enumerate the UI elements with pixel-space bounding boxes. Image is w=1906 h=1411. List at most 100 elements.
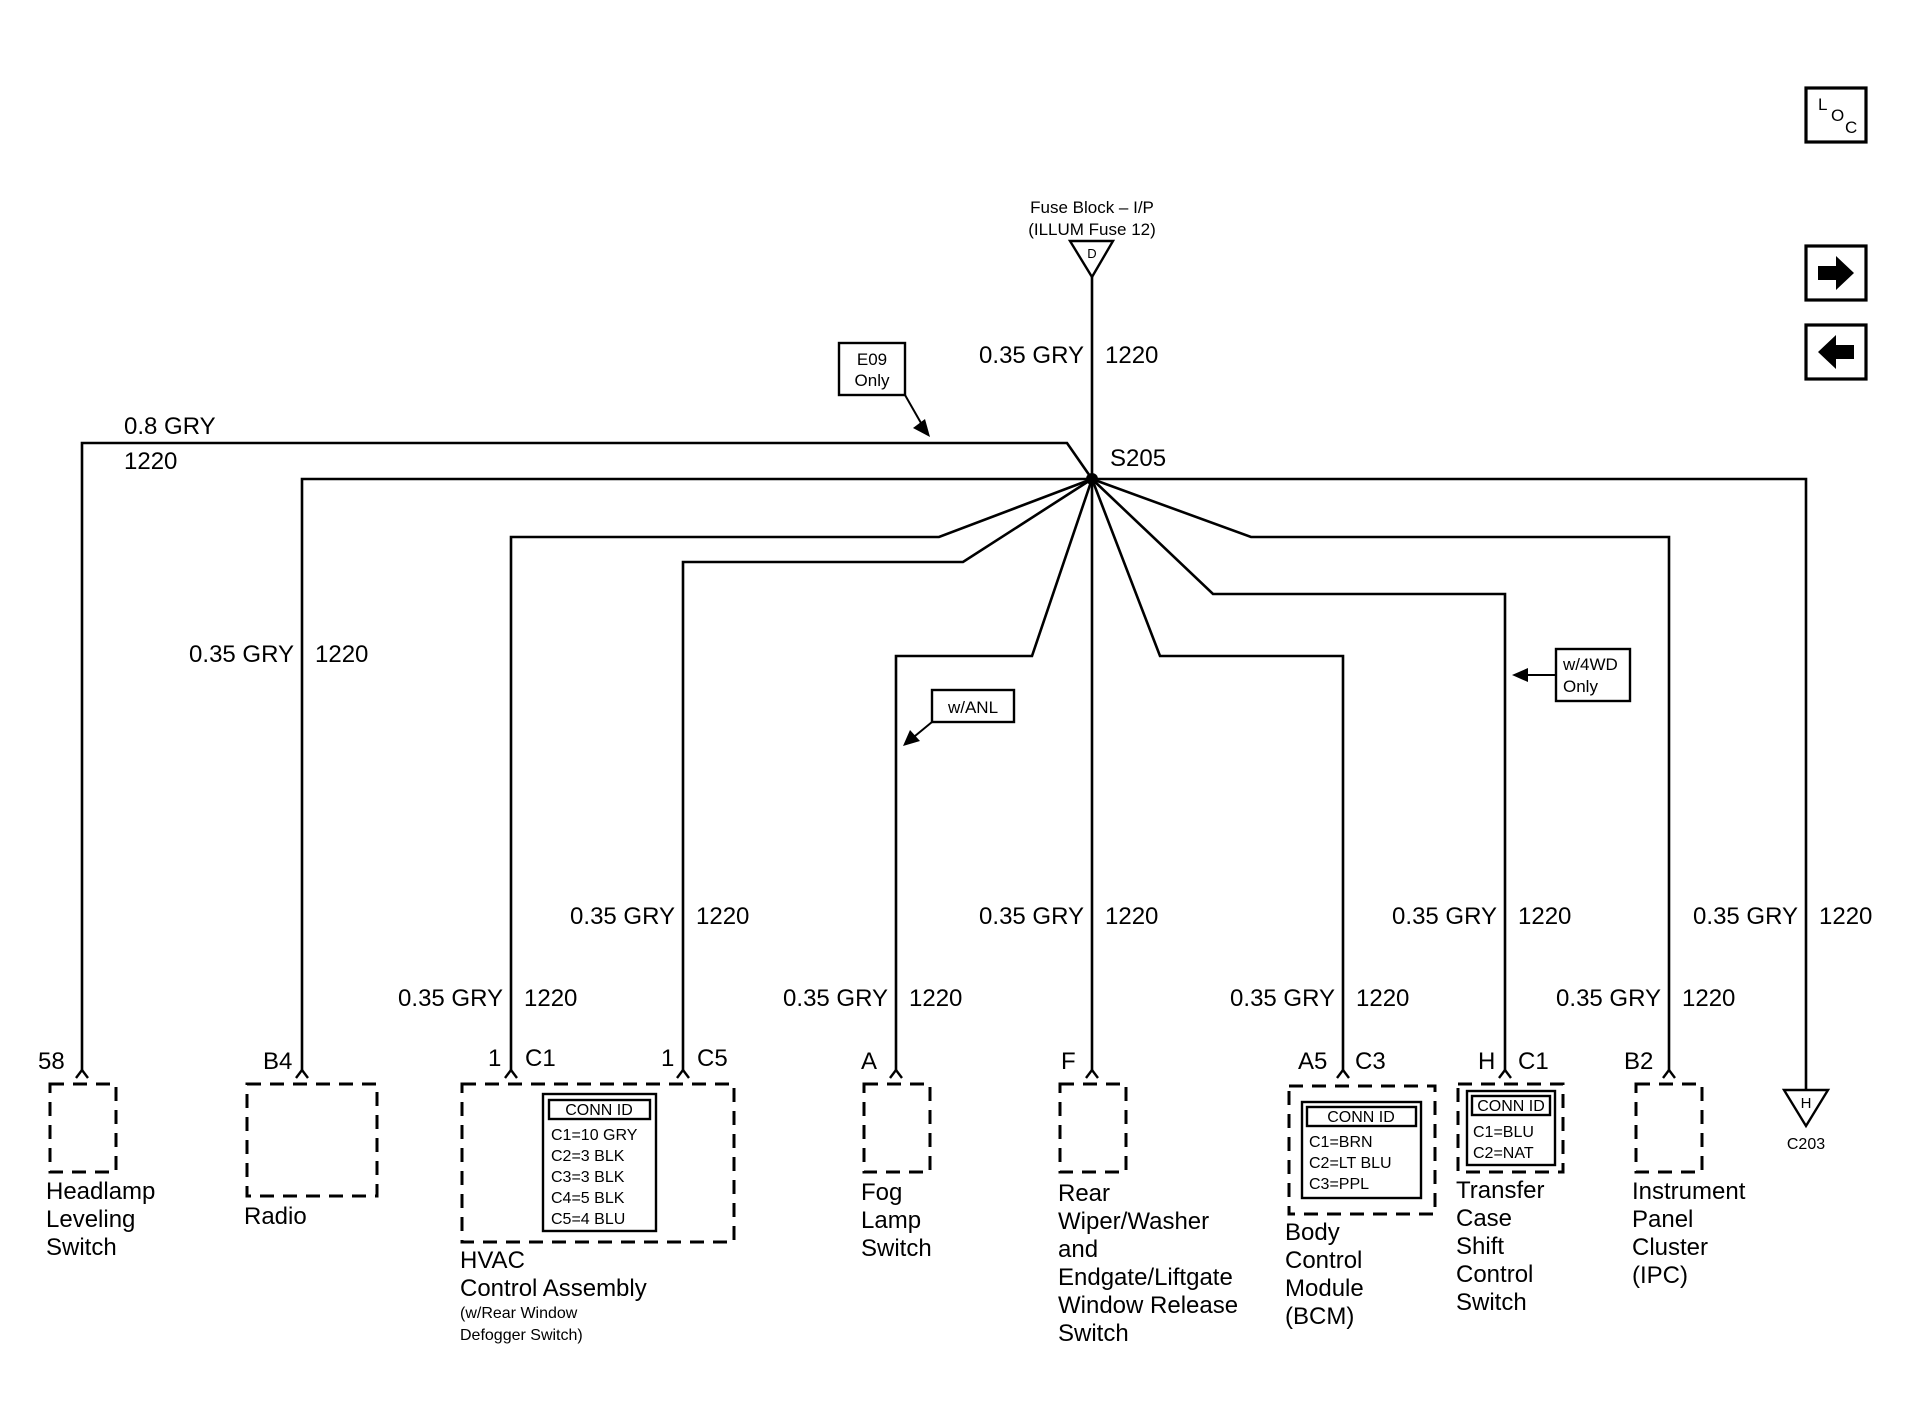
component-name-line: Body (1285, 1219, 1340, 1246)
conn-id-table: CONN ID C1=BLU C2=NAT (1465, 1089, 1557, 1167)
conn-id-row: C2=NAT (1473, 1145, 1534, 1162)
component-name-line: and (1058, 1236, 1098, 1263)
fog-lamp-switch: A Fog Lamp Switch (861, 1048, 932, 1262)
circuit-number: 1220 (1819, 903, 1872, 930)
note-arrowhead (913, 419, 930, 437)
wire-color: 0.35 GRY (398, 985, 503, 1012)
wire-radio (300, 477, 1092, 1070)
wire-hvac-c5 (681, 477, 1093, 1070)
note-line-1: w/4WD (1562, 655, 1618, 674)
pin-label-c5: 1 (661, 1045, 674, 1072)
connector-label: C203 (1787, 1136, 1825, 1153)
connector-label-c1: C1 (525, 1045, 556, 1072)
splice-label: S205 (1110, 445, 1166, 472)
radio-wire-label: 0.35 GRY 1220 (189, 641, 368, 668)
wire-color: 0.35 GRY (1392, 903, 1497, 930)
note-line-2: Only (855, 371, 890, 390)
previous-page-button[interactable] (1804, 323, 1868, 381)
loc-button[interactable]: L O C (1804, 86, 1868, 144)
w-anl-note: w/ANL (903, 688, 1016, 746)
wire-headlamp (80, 441, 1094, 1070)
component-name-line: Fog (861, 1179, 902, 1206)
component-name-line: Transfer (1456, 1177, 1544, 1204)
component-name-line: Radio (244, 1203, 307, 1230)
connector-triangle (1781, 1088, 1831, 1129)
conn-id-row: C1=BLU (1473, 1124, 1534, 1141)
fuse-terminal-letter: D (1087, 246, 1096, 261)
conn-id-table: CONN ID C1=BRN C2=LT BLU C3=PPL (1300, 1100, 1423, 1200)
headlamp-wire-label: 0.8 GRY 1220 (124, 413, 216, 475)
w-4wd-only-note: w/4WD Only (1512, 647, 1632, 703)
wire-transfer (1091, 478, 1507, 1070)
conn-id-row: C2=LT BLU (1309, 1155, 1392, 1172)
component-name-line: Case (1456, 1205, 1512, 1232)
right-arrow-icon (1818, 256, 1854, 290)
component-name-line: Switch (861, 1235, 932, 1262)
note-arrowhead (903, 730, 920, 746)
wire-color: 0.35 GRY (1230, 985, 1335, 1012)
conn-id-row: C1=BRN (1309, 1134, 1373, 1151)
wire-c203 (1092, 477, 1808, 1090)
pin-label: B4 (263, 1048, 292, 1075)
wire-color: 0.8 GRY (124, 413, 216, 440)
c203-wire-label: 0.35 GRY 1220 (1693, 903, 1872, 930)
component-name-line: Control Assembly (460, 1275, 647, 1302)
wire-color: 0.35 GRY (1693, 903, 1798, 930)
hvac-c1-wire-label: 0.35 GRY 1220 (398, 985, 577, 1012)
wire-color: 0.35 GRY (189, 641, 294, 668)
connector-terminal: H (1801, 1095, 1812, 1112)
circuit-number: 1220 (1518, 903, 1571, 930)
circuit-number: 1220 (1682, 985, 1735, 1012)
connector-label: C1 (1518, 1048, 1549, 1075)
pin-label: B2 (1624, 1048, 1653, 1075)
component-name-line: Switch (1456, 1289, 1527, 1316)
wire-bcm (1090, 478, 1345, 1070)
note-line-1: E09 (857, 350, 887, 369)
fuse-block-label: Fuse Block – I/P (1030, 198, 1154, 217)
wire-hvac-c1 (509, 477, 1093, 1070)
component-name-line: Endgate/Liftgate (1058, 1264, 1233, 1291)
rear-wire-label: 0.35 GRY 1220 (979, 903, 1158, 930)
component-name-line: Instrument (1632, 1178, 1746, 1205)
component-note-line: Defogger Switch) (460, 1327, 583, 1344)
conn-id-row: C2=3 BLK (551, 1148, 625, 1165)
circuit-number: 1220 (124, 448, 177, 475)
wire-ipc (1091, 477, 1671, 1070)
circuit-number: 1220 (1105, 903, 1158, 930)
connector-c203: H C203 (1781, 1088, 1831, 1153)
circuit-number: 1220 (696, 903, 749, 930)
wire-fog (894, 478, 1094, 1070)
note-leader (904, 394, 922, 424)
component-name-line: Control (1285, 1247, 1362, 1274)
pin-label: A (861, 1048, 877, 1075)
component-name-line: Switch (1058, 1320, 1129, 1347)
component-name-line: Leveling (46, 1206, 135, 1233)
note-text: w/ANL (947, 698, 998, 717)
rear-wiper-washer-switch: F Rear Wiper/Washer and Endgate/Liftgate… (1058, 1048, 1238, 1347)
conn-id-title: CONN ID (1327, 1109, 1395, 1126)
component-name-line: Wiper/Washer (1058, 1208, 1209, 1235)
ipc-wire-label: 0.35 GRY 1220 (1556, 985, 1735, 1012)
component-name-line: Cluster (1632, 1234, 1708, 1261)
fuse-terminal-triangle (1067, 239, 1116, 280)
illum-fuse-label: (ILLUM Fuse 12) (1028, 220, 1156, 239)
circuit-number: 1220 (524, 985, 577, 1012)
component-note-line: (w/Rear Window (460, 1305, 578, 1322)
transfer-wire-label: 0.35 GRY 1220 (1392, 903, 1571, 930)
component-name-line: (IPC) (1632, 1262, 1688, 1289)
instrument-panel-cluster: B2 Instrument Panel Cluster (IPC) (1624, 1048, 1746, 1289)
connector-label: C3 (1355, 1048, 1386, 1075)
conn-id-row: C3=3 BLK (551, 1169, 625, 1186)
body-control-module: A5 C3 CONN ID C1=BRN C2=LT BLU C3=PPL Bo… (1285, 1048, 1437, 1330)
left-arrow-icon (1818, 335, 1854, 369)
fog-wire-label: 0.35 GRY 1220 (783, 985, 962, 1012)
next-page-button[interactable] (1804, 244, 1868, 302)
component-name-line: (BCM) (1285, 1303, 1354, 1330)
transfer-case-shift-control-switch: H C1 CONN ID C1=BLU C2=NAT Transfer Case… (1456, 1048, 1565, 1316)
pin-hooks (75, 1068, 1676, 1079)
component-name-line: Lamp (861, 1207, 921, 1234)
note-arrowhead (1512, 668, 1528, 682)
component-name-line: Panel (1632, 1206, 1693, 1233)
circuit-number: 1220 (1356, 985, 1409, 1012)
